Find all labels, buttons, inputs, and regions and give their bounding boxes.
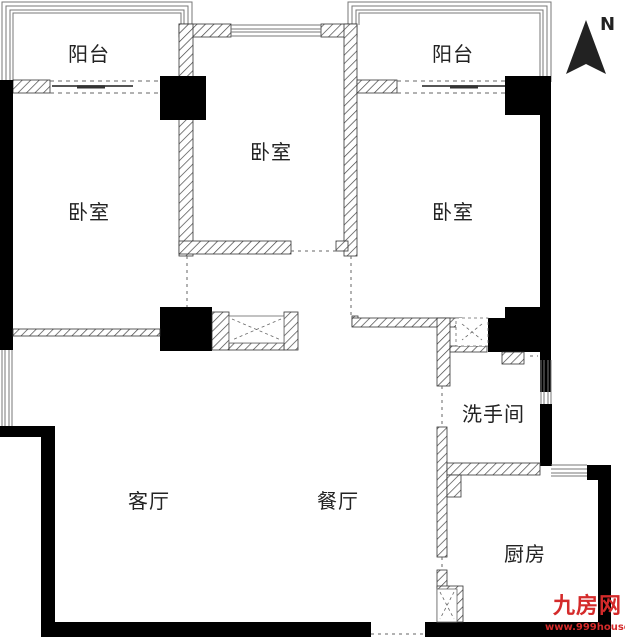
kitchen-window <box>551 464 587 477</box>
left-window <box>1 350 13 426</box>
interior-walls <box>12 311 541 623</box>
balcony-left-railing <box>1 1 193 82</box>
right-balcony-door <box>356 79 505 94</box>
room-label-bathroom: 洗手间 <box>462 402 525 426</box>
north-arrow-icon: N <box>562 14 622 80</box>
room-label-living-room: 客厅 <box>128 489 170 513</box>
door-openings <box>186 250 538 635</box>
bathroom-window <box>540 360 552 404</box>
room-label-balcony-left: 阳台 <box>68 42 110 66</box>
north-label: N <box>600 14 616 35</box>
shaft-bathroom <box>455 317 489 347</box>
room-label-bedroom-left: 卧室 <box>68 200 110 224</box>
exterior-walls <box>0 76 611 637</box>
center-bedroom-window <box>231 24 321 37</box>
room-label-bedroom-right: 卧室 <box>432 200 474 224</box>
balcony-right-railing <box>347 1 552 82</box>
room-label-kitchen: 厨房 <box>504 542 546 566</box>
watermark-logo: 九房网 <box>553 594 623 619</box>
shaft-kitchen <box>436 588 458 623</box>
room-label-dining-room: 餐厅 <box>317 489 359 513</box>
room-label-bedroom-center: 卧室 <box>250 140 292 164</box>
room-label-balcony-right: 阳台 <box>432 42 474 66</box>
shaft-center <box>228 315 285 344</box>
left-balcony-door <box>12 79 160 94</box>
watermark-url: www.999house.com <box>545 622 625 633</box>
